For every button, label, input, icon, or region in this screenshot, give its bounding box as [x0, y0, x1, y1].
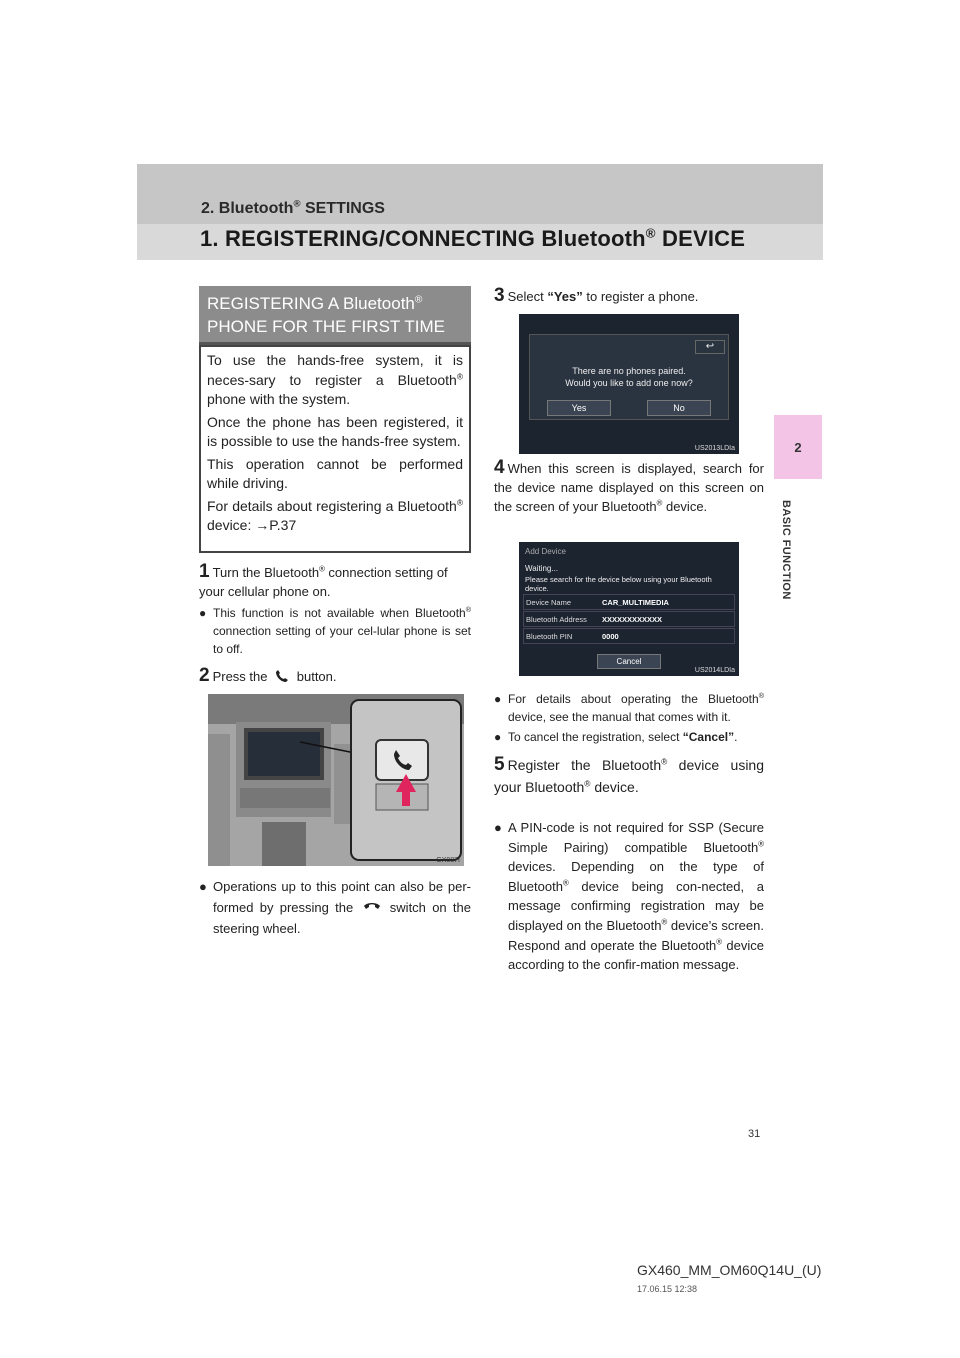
page-number: 31: [748, 1128, 761, 1140]
no-button[interactable]: No: [647, 400, 711, 416]
dashboard-photo: GX087I: [208, 694, 464, 866]
row-value: XXXXXXXXXXXX: [602, 615, 663, 624]
header-top-band: [137, 164, 823, 224]
image-code: US2014LDIa: [694, 667, 735, 674]
yes-button[interactable]: Yes: [547, 400, 611, 416]
row-label: Device Name: [526, 598, 572, 607]
bullet-note: ●Operations up to this point can also be…: [199, 879, 471, 936]
chapter-label: BASIC FUNCTION: [780, 500, 792, 600]
bullet-note: ●For details about operating the Bluetoo…: [494, 691, 764, 724]
row-value: 0000: [602, 632, 619, 641]
cancel-button[interactable]: Cancel: [597, 654, 661, 669]
bullet-note: ●To cancel the registration, select “Can…: [494, 730, 738, 744]
document-timestamp: 17.06.15 12:38: [637, 1284, 698, 1294]
info-paragraph: For details about registering a Bluetoot…: [207, 496, 463, 534]
row-label: Bluetooth Address: [526, 615, 587, 624]
section-label: 2. Bluetooth® SETTINGS: [201, 198, 385, 217]
dialog-message: There are no phones paired.: [572, 366, 686, 376]
document-code: GX460_MM_OM60Q14U_(U): [637, 1262, 822, 1278]
info-paragraph: To use the hands-free system, it is nece…: [207, 352, 463, 407]
screen-title: Add Device: [525, 547, 566, 556]
image-code: GX087I: [436, 857, 460, 864]
chapter-tab: 2: [774, 415, 822, 479]
bullet-note: ●This function is not available when Blu…: [199, 605, 471, 656]
info-paragraph: This operation cannot be performed while…: [207, 455, 463, 492]
screen-add-device: Add Device Waiting... Please search for …: [519, 542, 739, 676]
row-label: Bluetooth PIN: [526, 632, 573, 641]
dialog-question: Would you like to add one now?: [565, 378, 693, 388]
back-icon[interactable]: ↩: [695, 340, 725, 354]
device-info-row: Device Name CAR_MULTIMEDIA: [523, 594, 735, 610]
info-box: To use the hands-free system, it is nece…: [199, 345, 471, 553]
device-info-row: Bluetooth PIN 0000: [523, 628, 735, 644]
bullet-note: ●A PIN-code is not required for SSP (Sec…: [494, 820, 764, 973]
screen-no-phones: ↩ There are no phones paired. Would you …: [519, 314, 739, 454]
phone-switch-icon: [363, 903, 380, 909]
device-info-row: Bluetooth Address XXXXXXXXXXXX: [523, 611, 735, 627]
row-value: CAR_MULTIMEDIA: [602, 598, 669, 607]
box-title: REGISTERING A Bluetooth®PHONE FOR THE FI…: [199, 286, 471, 342]
page-title: 1. REGISTERING/CONNECTING Bluetooth® DEV…: [200, 225, 746, 251]
phone-icon: [276, 670, 289, 682]
waiting-text: Waiting...: [525, 564, 559, 573]
instruction-text: Please search for the device below using…: [525, 575, 712, 593]
box-title-rule: [199, 342, 471, 345]
info-paragraph: Once the phone has been registered, it i…: [207, 413, 463, 450]
image-code: US2013LDIa: [694, 445, 735, 452]
